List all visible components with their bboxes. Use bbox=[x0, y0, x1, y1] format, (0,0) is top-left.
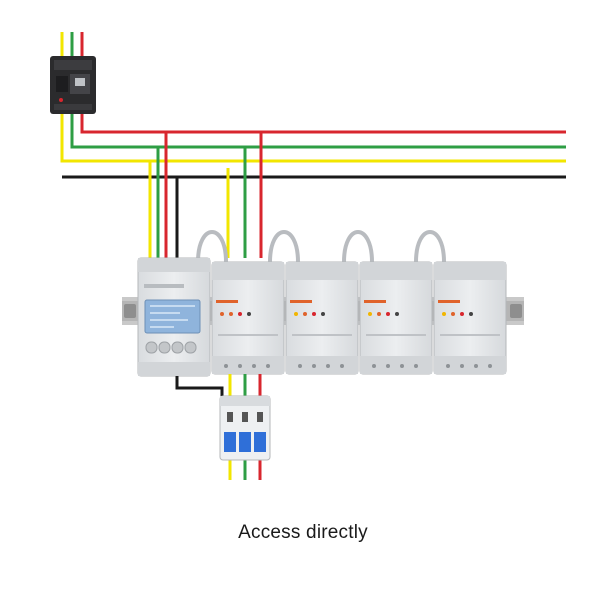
miniature-breaker-icon bbox=[219, 395, 271, 461]
lower-wires bbox=[175, 374, 262, 480]
meter-module-icon bbox=[211, 261, 507, 375]
loop-cables bbox=[196, 230, 446, 263]
meter-buttons bbox=[145, 341, 197, 354]
caption: Access directly bbox=[238, 522, 368, 543]
main-meter-module bbox=[137, 257, 211, 377]
bus-wires bbox=[60, 114, 566, 179]
circuit-breaker-icon bbox=[50, 32, 96, 114]
lcd-display-icon bbox=[144, 299, 201, 334]
drop-wires bbox=[148, 132, 263, 258]
